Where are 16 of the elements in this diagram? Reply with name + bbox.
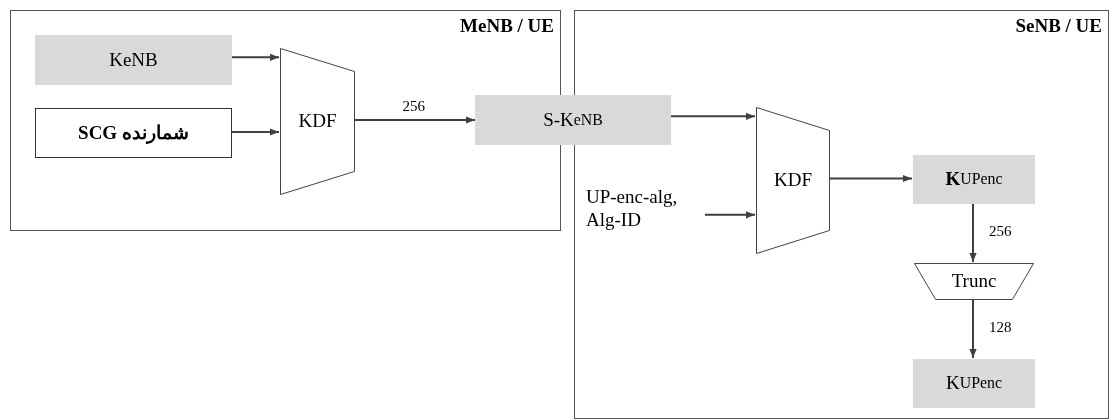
key-box: KeNB <box>35 35 232 85</box>
group-frame <box>574 10 1109 419</box>
arrow <box>230 128 280 136</box>
arrow <box>670 112 756 120</box>
kdf-block: KDF <box>280 48 355 195</box>
arrow <box>828 174 913 183</box>
counter-box: شمارنده SCG <box>35 108 232 158</box>
kdf-block: KDF <box>756 107 830 254</box>
arrow <box>353 116 476 124</box>
group-title: SeNB / UE <box>1015 15 1102 38</box>
trunc-block: Trunc <box>914 263 1034 300</box>
arrow <box>969 298 977 359</box>
input-label: UP-enc-alg, Alg-ID <box>586 181 711 237</box>
arrow <box>704 211 756 219</box>
arrow <box>969 202 977 263</box>
group-title: MeNB / UE <box>460 15 554 38</box>
